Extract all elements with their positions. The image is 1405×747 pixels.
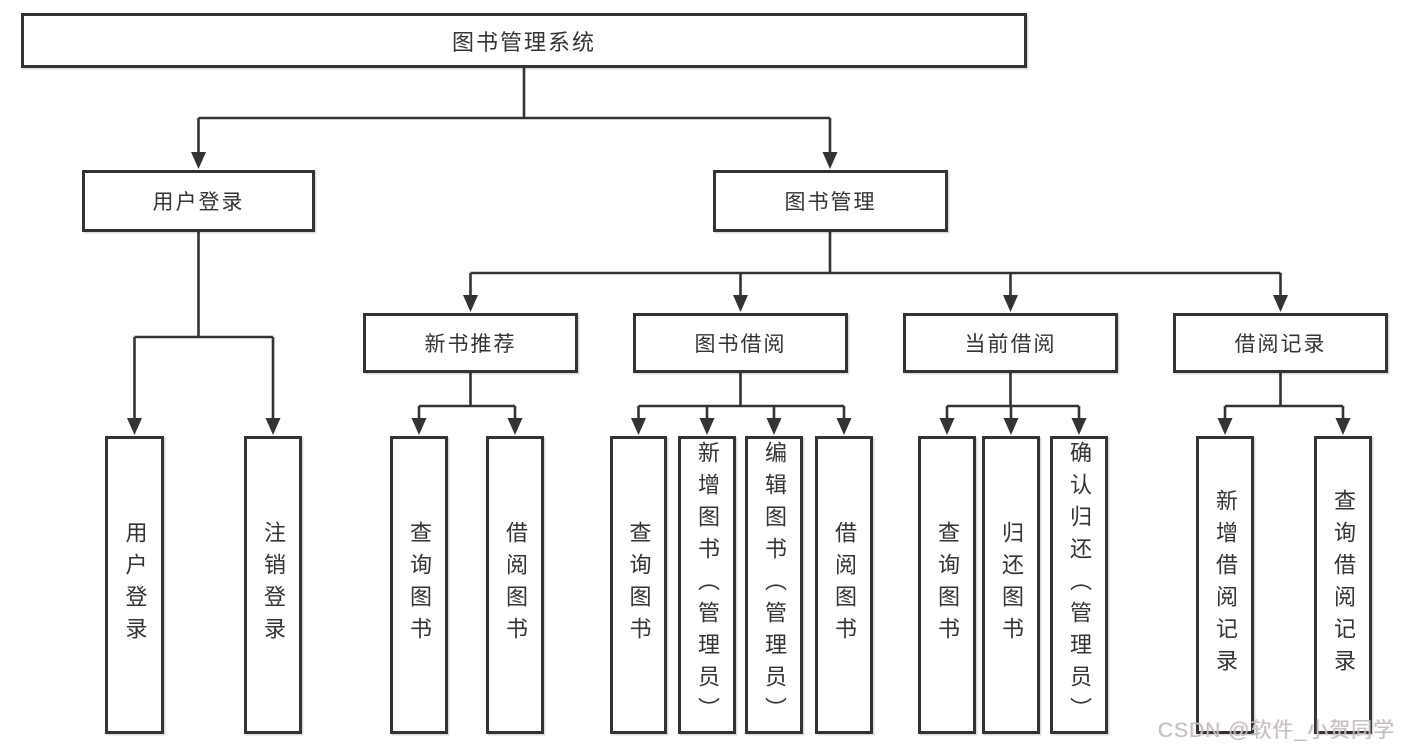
node-user-login: 用户登录: [82, 170, 315, 232]
node-new-book-recommend: 新书推荐: [363, 313, 578, 373]
node-book-borrowing: 图书借阅: [633, 313, 848, 373]
csdn-watermark: CSDN @软件_小贺同学: [1157, 719, 1395, 742]
leaf-confirm-return-admin: 确认归还（管理员）: [1050, 436, 1108, 734]
leaf-borrow-books: 借阅图书: [815, 436, 873, 734]
node-current-borrowing: 当前借阅: [903, 313, 1118, 373]
node-label: 新书推荐: [424, 333, 517, 356]
leaf-logout: 注销登录: [244, 436, 302, 734]
node-book-management: 图书管理: [713, 170, 948, 232]
arrowheads: [127, 152, 1351, 435]
node-label: 图书管理系统: [451, 29, 596, 55]
node-label: 图书借阅: [694, 333, 787, 356]
node-label: 图书管理: [784, 191, 877, 214]
leaf-edit-book-admin: 编辑图书（管理员）: [745, 436, 803, 734]
leaf-query-borrow-record: 查询借阅记录: [1314, 436, 1372, 734]
node-label: 当前借阅: [964, 333, 1057, 356]
leaf-return-book: 归还图书: [982, 436, 1040, 734]
node-label: 借阅记录: [1234, 333, 1327, 356]
node-label: 用户登录: [152, 191, 245, 214]
node-library-management-system: 图书管理系统: [21, 13, 1027, 68]
leaf-borrow-books-recommend: 借阅图书: [486, 436, 544, 734]
leaf-user-login: 用户登录: [105, 436, 164, 734]
node-borrowing-records: 借阅记录: [1173, 313, 1388, 373]
leaf-query-books-recommend: 查询图书: [390, 436, 448, 734]
leaf-add-borrow-record: 新增借阅记录: [1196, 436, 1254, 734]
leaf-add-book-admin: 新增图书（管理员）: [678, 436, 736, 734]
leaf-query-books-current: 查询图书: [918, 436, 976, 734]
leaf-query-books-borrowing: 查询图书: [610, 436, 667, 734]
